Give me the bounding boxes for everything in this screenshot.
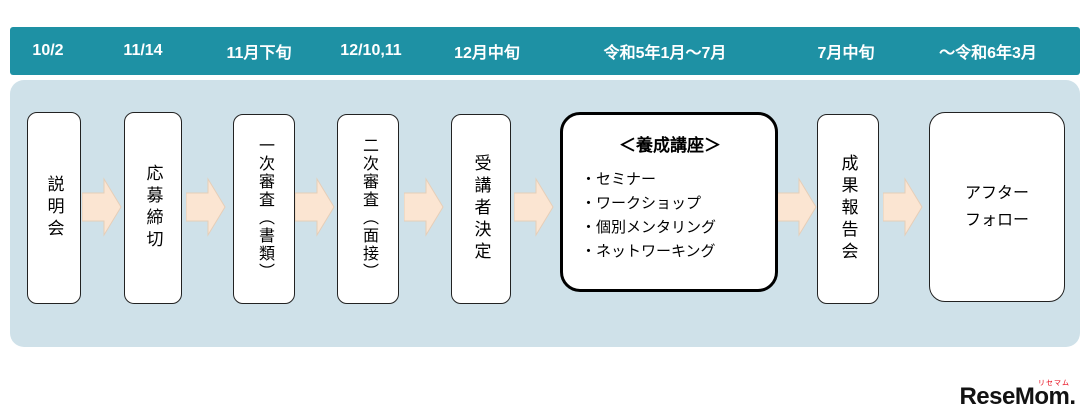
course-box: ＜養成講座＞ ・セミナー ・ワークショップ ・個別メンタリング ・ネットワーキン… [560,112,778,292]
date-label-8: ～令和6年3月 [939,45,1037,62]
course-item-seminar: ・セミナー [581,171,657,188]
course-item-networking: ・ネットワーキング [581,243,716,260]
step-box-participants-decided: 受講者決定 [451,114,511,304]
flow-arrow-icon [514,177,554,237]
date-label-2: 11/14 [123,42,163,59]
step-box-second-screening: 二次審査（面接） [337,114,399,304]
step-label: 応募締切 [143,164,163,252]
course-item-mentoring: ・個別メンタリング [581,219,717,236]
step-box-after-follow: アフター フォロー [929,112,1065,302]
date-label-1: 10/2 [32,42,64,59]
logo-dot: . [1069,383,1076,410]
step-box-first-screening: 一次審査（書類） [233,114,295,304]
step-label: 成果報告会 [838,154,858,264]
flow-arrow-icon [295,177,335,237]
logo-text: ReseMom [959,383,1070,410]
flow-arrow-icon [883,177,923,237]
date-label-7: 7月中旬 [817,45,875,62]
course-title: ＜養成講座＞ [619,136,721,155]
date-label-5: 12月中旬 [454,45,520,62]
course-item-workshop: ・ワークショップ [581,195,702,212]
flow-arrow-icon [404,177,444,237]
timeline-header-bar [10,27,1080,75]
after-follow-line1: アフター [964,184,1029,202]
step-label: 受講者決定 [471,154,491,264]
step-label: 一次審査（書類） [256,137,273,281]
flow-arrow-icon [777,177,817,237]
flow-arrow-icon [186,177,226,237]
step-label: 二次審査（面接） [360,137,377,281]
step-box-deadline: 応募締切 [124,112,182,304]
after-follow-line2: フォロー [964,212,1029,229]
flow-arrow-icon [82,177,122,237]
step-label: 説明会 [44,175,64,241]
date-label-4: 12/10,11 [340,42,402,59]
step-box-briefing: 説明会 [27,112,81,304]
date-label-3: 11月下旬 [226,45,292,62]
date-label-6: 令和5年1月～7月 [603,45,727,62]
step-box-results-report: 成果報告会 [817,114,879,304]
logo-ruby-text: リセマム [1038,380,1070,387]
